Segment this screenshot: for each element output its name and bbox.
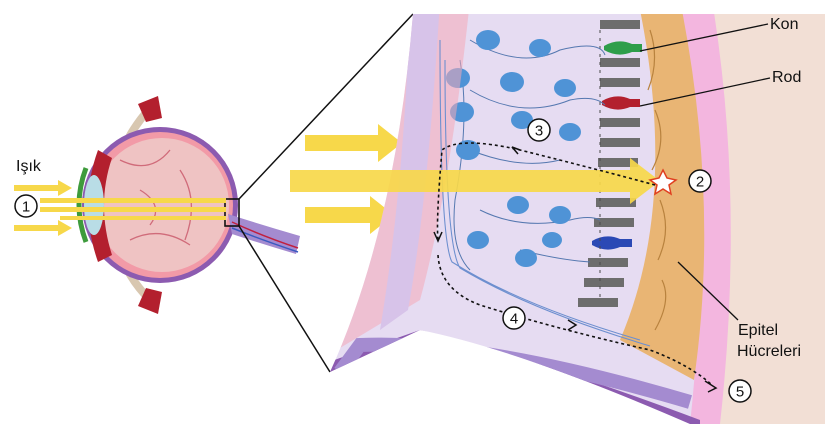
eye-muscle-top — [138, 96, 162, 122]
bipolar-cell — [542, 232, 562, 248]
rod-cell — [596, 198, 636, 207]
eye-blood-vessels — [119, 149, 193, 246]
step-marker-3: 3 — [527, 118, 551, 142]
signal-path-lower — [437, 254, 713, 386]
ganglion-cell — [467, 231, 489, 249]
magnify-box — [224, 198, 240, 227]
light-beam-2 — [40, 207, 226, 212]
epithelial-label-line1: Epitel — [738, 322, 778, 339]
nerve-fiber-layer — [380, 14, 440, 330]
step-number: 1 — [22, 199, 30, 216]
cone-cell-green — [604, 41, 642, 55]
light-arrow-big-3 — [305, 196, 394, 234]
rod-cell — [600, 138, 640, 147]
cone-cell-red — [602, 96, 640, 110]
cone-label: Kon — [770, 16, 798, 33]
zoom-line-bottom — [238, 225, 331, 373]
light-beam-1 — [40, 198, 226, 203]
rod-cell — [584, 278, 624, 287]
optic-vessel-blue — [231, 227, 299, 253]
leader-line-epithelial — [677, 261, 739, 321]
signal-arrowhead-4 — [567, 319, 578, 331]
nerve-fibers — [439, 39, 651, 347]
bipolar-cell — [554, 79, 576, 97]
incoming-light — [14, 180, 226, 236]
rod-cell — [594, 218, 634, 227]
rod-cell — [588, 258, 628, 267]
step-marker-2: 2 — [688, 169, 712, 193]
step-marker-1: 1 — [14, 194, 38, 218]
lens — [84, 175, 104, 235]
optic-nerve — [228, 214, 300, 254]
bipolar-cell — [507, 196, 529, 214]
neuron-connections — [453, 39, 606, 271]
light-beam-3 — [60, 216, 226, 220]
ganglion-cell — [476, 30, 500, 50]
epithelial-label-line2: Hücreleri — [737, 343, 801, 360]
rod-cell — [598, 158, 638, 167]
eyeball — [76, 96, 300, 314]
sclera-region — [700, 14, 825, 424]
cone-cell-blue — [592, 236, 632, 250]
step-marker-5: 5 — [728, 379, 752, 403]
bipolar-cell — [549, 206, 571, 224]
bipolar-cell — [511, 111, 533, 129]
rod-cell — [600, 58, 640, 67]
step-number: 2 — [696, 174, 704, 191]
pigment-texture — [647, 29, 667, 331]
signal-arrowhead-down — [433, 231, 443, 243]
bipolar-cell — [500, 72, 524, 92]
light-arrows-retina — [305, 124, 402, 234]
rod-cell — [600, 118, 640, 127]
rod-cell — [600, 20, 640, 29]
light-label: Işık — [16, 158, 42, 175]
signal-arrowhead-3 — [511, 146, 521, 155]
light-arrow-bottom — [14, 220, 72, 236]
light-arrow-big-2 — [290, 158, 660, 204]
bipolar-cell — [515, 249, 537, 267]
light-arrow-big-1 — [305, 124, 402, 162]
zoom-line-top — [238, 13, 414, 200]
bipolar-cell — [559, 123, 581, 141]
step-number: 4 — [510, 311, 518, 328]
photoreceptor-layer — [578, 20, 642, 307]
optic-vessel-red — [231, 221, 299, 249]
rod-cell — [578, 298, 618, 307]
leader-line-cone — [639, 23, 769, 52]
signal-arrowhead-5 — [704, 380, 718, 393]
eye-vitreous — [95, 138, 229, 272]
bipolar-cell — [529, 39, 551, 57]
signal-path-upper — [436, 142, 656, 241]
light-arrow-top — [14, 180, 72, 196]
rod-cell — [600, 78, 640, 87]
rod-label: Rod — [772, 69, 801, 86]
stimulation-star — [648, 168, 678, 196]
cornea — [76, 167, 89, 243]
leader-line-rod — [639, 77, 771, 107]
eye-muscle-bottom — [138, 288, 162, 314]
step-number: 5 — [736, 384, 744, 401]
step-marker-4: 4 — [502, 306, 526, 330]
step-number: 3 — [535, 123, 543, 140]
ganglion-cell — [456, 140, 480, 160]
